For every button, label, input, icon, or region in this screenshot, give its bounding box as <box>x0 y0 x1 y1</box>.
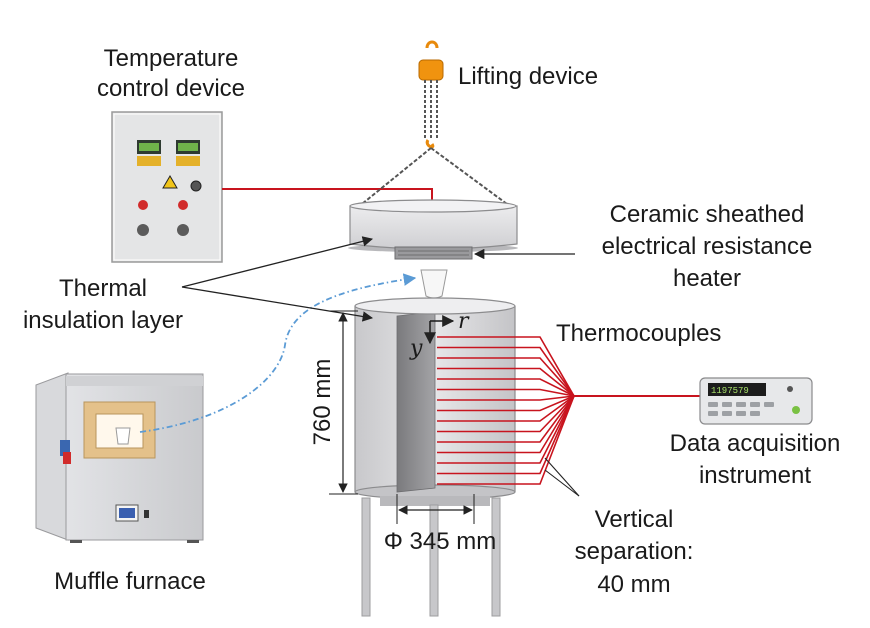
label-heater-3: heater <box>673 265 741 292</box>
label-separation-1: Vertical <box>595 506 674 533</box>
test-column <box>354 297 516 617</box>
heater-lid <box>348 199 518 260</box>
thermocouple-wire <box>437 395 575 454</box>
thermocouple-wire <box>437 395 575 464</box>
height-dimension <box>329 310 358 495</box>
data-acquisition-instrument: 1197579 <box>699 377 813 425</box>
label-daq-1: Data acquisition <box>670 430 841 457</box>
daq-display-readout: 1197579 <box>711 386 749 396</box>
muffle-furnace <box>35 372 204 543</box>
label-lifting-device: Lifting device <box>458 63 598 90</box>
label-height: 760 mm <box>309 359 336 446</box>
crucible <box>420 269 448 299</box>
thermocouple-wire <box>437 395 575 422</box>
lifting-device <box>361 40 508 205</box>
axis-label-r: r <box>458 309 470 334</box>
thermocouple-wire <box>437 395 575 412</box>
thermocouple-wire <box>437 367 575 397</box>
thermocouple-wire <box>437 336 575 397</box>
thermocouple-wire <box>437 395 575 433</box>
label-separation-3: 40 mm <box>597 571 670 598</box>
thermocouple-wire <box>437 395 575 443</box>
label-diameter: Φ 345 mm <box>384 528 497 555</box>
label-insulation-2: insulation layer <box>23 307 183 334</box>
thermocouple-wire <box>437 395 575 485</box>
thermocouple-wire <box>437 346 575 397</box>
thermocouple-wire <box>437 378 575 397</box>
thermocouple-wire <box>437 395 575 401</box>
temperature-control-device <box>111 111 223 263</box>
label-temperature-control-1: Temperature <box>104 45 239 72</box>
diameter-dimension <box>396 494 475 524</box>
label-insulation-1: Thermal <box>59 275 147 302</box>
sample-transfer-path <box>139 273 417 433</box>
label-thermocouples: Thermocouples <box>556 320 721 347</box>
label-temperature-control-2: control device <box>97 75 245 102</box>
thermocouple-wires <box>437 336 575 485</box>
coordinate-axes <box>424 315 455 345</box>
thermocouple-wire <box>437 395 575 475</box>
label-muffle-furnace: Muffle furnace <box>54 568 206 595</box>
label-heater-2: electrical resistance <box>602 233 813 260</box>
thermocouple-wire <box>437 357 575 397</box>
thermocouple-wire <box>437 388 575 397</box>
label-heater-1: Ceramic sheathed <box>610 201 805 228</box>
axis-label-y: y <box>409 336 423 361</box>
label-daq-2: instrument <box>699 462 811 489</box>
label-separation-2: separation: <box>575 538 694 565</box>
